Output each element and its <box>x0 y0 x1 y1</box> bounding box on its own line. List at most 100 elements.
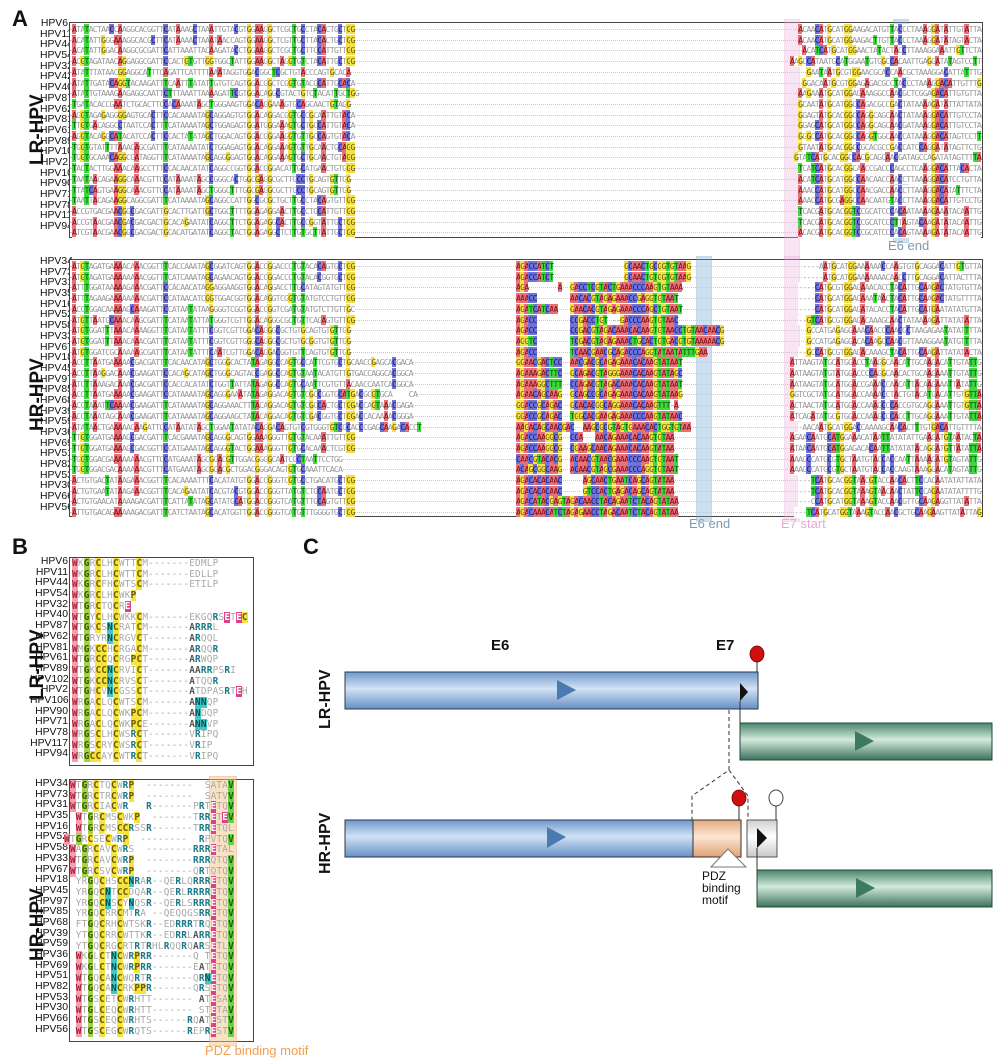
gap-line <box>70 210 982 212</box>
gap-line <box>70 114 982 116</box>
sequence-row-right: GAATAATGCGTGGAACGCACCAACGCTAAAGGACATTATT… <box>806 66 982 78</box>
protein-row: WTGRCMSCCRSSR-------TRRETQL <box>75 822 234 834</box>
sequence-row: ACGTAGATAACAGGAGGCGATTCCACTGTGTTGGTGGCTA… <box>72 56 356 67</box>
protein-row: WTGRCTQCWRP -------- SATAV <box>69 780 234 791</box>
c-pdz-label-line3: motif <box>702 893 729 907</box>
sequence-name: HPV44 <box>40 39 73 51</box>
sequence-name: HPV6 <box>40 556 68 567</box>
gap-line <box>70 61 982 63</box>
protein-row: YRGQCNTCCDQAR--QERLRRRRETQV <box>75 887 234 898</box>
sequence-row-mid: AGACCAAGGCG CGAAGCAACAGAAACACAAGTATAA <box>516 442 675 453</box>
a-lr-e6-end-label: E6 end <box>888 238 930 253</box>
sequence-name: HPV32 <box>35 598 68 610</box>
sequence-name: HPV106 <box>40 167 79 179</box>
sequence-row: AGGTAGAGAGGGGAGTGCACTTCCACAAAATAGCAGGAGT… <box>72 109 355 121</box>
gap-line <box>70 103 982 105</box>
c-lr-e6-arrow-icon <box>557 680 576 700</box>
c-lr-e7-start-marker-icon <box>740 683 748 701</box>
sequence-name: HPV87 <box>35 620 68 632</box>
sequence-name: HPV73 <box>35 788 68 800</box>
sequence-row-right: GGGCCATGCACGGCCAGGTGGCAACCATAAAGGACATAGT… <box>798 131 982 142</box>
sequence-name: HPV42 <box>40 71 73 83</box>
sequence-name: HPV18 <box>35 874 68 886</box>
sequence-row-mid: AAACC AACACGTAGAGAAACCGAGGTGTAAT <box>516 293 679 304</box>
sequence-row-mid: GGACCGCAGAC GCACACGGCAGGAAACACAAGTTT-A <box>516 400 679 411</box>
sequence-row: ATGTAGATGAAAAAAAACGGTTTCATCAAATAGCAGAACA… <box>72 271 356 283</box>
sequence-name: HPV106 <box>30 694 69 706</box>
sequence-row-right: -AACAATGCATGGACCAAAAGCAACACTTTGTGACATTGT… <box>798 421 982 433</box>
sequence-row-mid: AGGTC TCGACGTAGAGAAACTGCACTGTGACGTGTAAAA… <box>516 335 725 346</box>
sequence-name: HPV73 <box>40 266 73 278</box>
panel-a-hr-alignment: ATGTAGATGAAAACAAACGGTTTCACCAAATAGCGGATCA… <box>69 256 983 522</box>
c-e6-label: E6 <box>491 637 510 654</box>
sequence-row: ACCTTAATGAAAAACGACGATTTCACAACATAGCTGGGCA… <box>72 357 414 368</box>
sequence-row: ACTGTGACTATAAGAAACGGTTTCACAAAATTTCACATAT… <box>72 475 356 486</box>
sequence-name: HPV6 <box>40 18 68 29</box>
c-hr-e6-bar <box>344 819 694 858</box>
sequence-row: ATATAACTGAAAAAGAAGATTCCATAATATAGCTGGAATA… <box>72 421 422 433</box>
sequence-row: TTATCAGTGAAGGCAAACGTTCCATAAAATAGCTGGGCTT… <box>72 184 351 196</box>
protein-row: YTGQCRRCWTTKR--EDRRLARRETQV <box>75 929 234 941</box>
protein-row: WTGRCAVCWRP --------RRRQTQV <box>69 854 234 866</box>
protein-row: YRGQCNSCYNQSR--QERLSRRRETQV <box>75 897 234 909</box>
sequence-name: HPV102 <box>30 673 69 685</box>
sequence-row-mid: AGACC CCGACCTGT --GACCCAAGTGTAAC <box>516 314 679 325</box>
sequence-row-mid: AAGACAGCAACGAC AAGCGCGTAGTGAAACACTGGTGTA… <box>516 421 691 432</box>
sequence-name: HPV69 <box>40 437 73 449</box>
sequence-name: HPV45 <box>35 884 68 896</box>
sequence-row: TGGTGGACGACAAAAAACGTTTCATGAAATAGCGGACGCT… <box>72 464 343 475</box>
protein-row: YTGQCRGCRTRTRHLRQQRQARSETLV <box>75 940 234 952</box>
protein-row: WTGQCANCRKPPR-------QRSETQV <box>75 983 234 995</box>
sequence-name: HPV11 <box>35 566 68 578</box>
sequence-row-right: ATCAGATATGCGTGGACCAAAGCCCACCTTGCAGGAAATT… <box>789 410 982 422</box>
sequence-name: HPV85 <box>35 906 68 918</box>
sequence-row: ACCTTAATGAAAAACGAAGATTCCATAAAATAGCAGGGAA… <box>72 389 418 401</box>
gap-line <box>70 232 982 234</box>
gap-line <box>70 136 982 137</box>
sequence-name: HPV85 <box>40 384 73 396</box>
sequence-name: HPV117 <box>40 210 78 222</box>
c-hr-e7-bar <box>756 869 993 908</box>
protein-row: WRGCCAYCWTRCT-------VRIPQ <box>72 750 219 762</box>
sequence-row-right: AAGCCATAATGCATGGAATGTGGCCACAATTGAGGATATA… <box>789 56 982 67</box>
gap-line <box>70 82 982 84</box>
sequence-name: HPV35 <box>35 810 68 822</box>
sequence-row-right: AAACCATGCATGGCCAACGACCAACCTTAAAGGACATATT… <box>798 184 982 196</box>
sequence-name: HPV71 <box>35 716 68 728</box>
sequence-row-mid: AGAAAGGCTTT CCAGACGTAGACAAACACAAGTATAAT <box>516 378 683 389</box>
sequence-name: HPV97 <box>35 895 68 907</box>
sequence-row-right: GCCATGAGAGGACACAAGCCAACGTTAAAGGAATATGTTT… <box>806 335 982 347</box>
sequence-name: HPV82 <box>35 981 68 993</box>
sequence-row-mid: AGAACAGCAAG GCAGCCGCAGAGAAACACAAGTATAAG <box>516 389 683 400</box>
protein-row: WTGSCEQCWRHTS------RQATESTV <box>75 1015 234 1027</box>
sequence-row: ATGTGGATCGCAAAAAGCGATTTCATAATATTTCAATCGT… <box>72 346 351 358</box>
sequence-row: ACCGTAACGAACGACGACGACTGCACAGAATATCAGGCTT… <box>72 216 356 228</box>
c-pdz-label-line1: PDZ <box>702 869 726 883</box>
sequence-row-mid: AGACACACAAC GTCCACTGAGACAGCAGTATAA <box>516 485 675 496</box>
sequence-row: TGGTGCAAACAGGCGATAGGTTTCATAAAATAGCAGGGGA… <box>72 152 356 164</box>
protein-row: WTGRCMSCWKP -------TRRETEV <box>75 812 234 824</box>
sequence-row: ATGTGGATTTAAACAAACGATTTCATAATATTTCGGTCGT… <box>72 335 351 347</box>
protein-row: WTGRCIACWR R-------PRTETQV <box>69 801 234 813</box>
panel-b-letter: B <box>12 534 28 559</box>
sequence-row-right: AAGAAATGCATGGAGAAAGGCCAACGCTCGGAGACATTGT… <box>798 88 982 99</box>
sequence-row-mid: AGACCATCT GCAACTGCGGTGTAAG <box>516 261 691 271</box>
sequence-row-mid: ACAGCGGCAAG ACAACGTAGCGAAACCCAGGTGTAAT <box>516 464 679 475</box>
sequence-name: HPV53 <box>40 469 73 481</box>
protein-row: WRGSCLHCWSRCT-------VRIPQ <box>72 729 219 741</box>
sequence-name: HPV67 <box>40 341 73 353</box>
sequence-row: ACCGTGACGAACGGCGACGATTGCACTTGATTGCTGGCTT… <box>72 205 356 217</box>
sequence-row-right: --GTCATGCGTGGAGACAAAGCAACTATAAAAGATTATAT… <box>798 314 982 326</box>
sequence-row-right: TCACGATGCACGGTCCGCATCCCACAATAAAAGAAATACA… <box>798 205 982 217</box>
sequence-name: HPV54 <box>35 588 68 600</box>
sequence-row-right: ---CCATGCATGGTAAAGTACCAACGTTGCAAGAGGTTAT… <box>798 496 982 508</box>
sequence-row-right: ATTAAGTATGCATGGACCTAAGGCAACATTGCAAGACATT… <box>789 357 982 368</box>
protein-row: WTGQCANCWQRTR-------QRNETQV <box>75 972 234 984</box>
protein-row: WKGLCTNCWRPRR-------Q TETQV <box>75 951 234 963</box>
protein-row: WTGKCCNCRVICT-------AARRPSRI <box>72 665 237 676</box>
c-hr-pdz-segment <box>692 819 742 858</box>
sequence-row: TTGTGGATGAAAAGCGACGGTTCCATGAAATAGCAGGGTA… <box>72 442 356 454</box>
